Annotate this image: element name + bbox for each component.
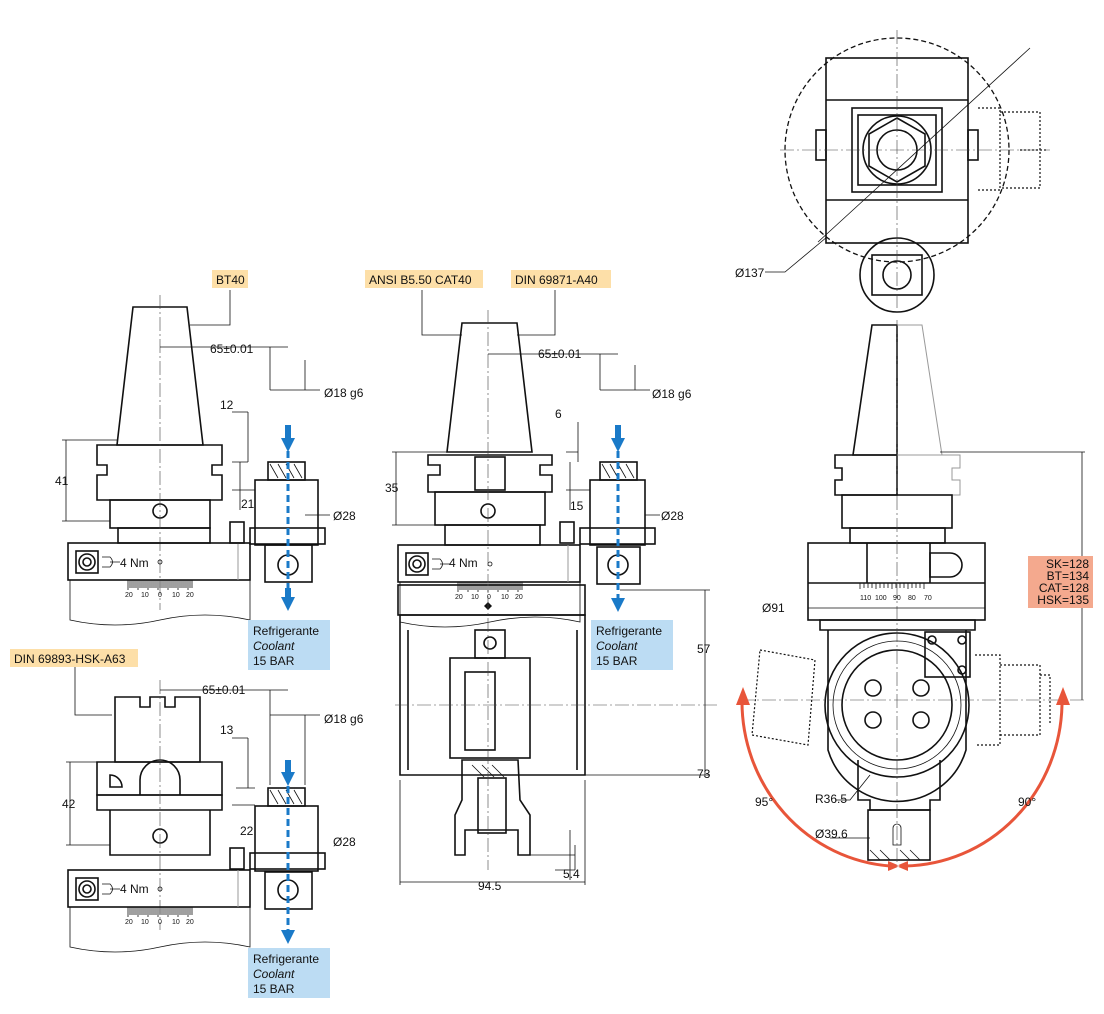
bt40-label: BT40 [216, 273, 245, 287]
svg-text:0: 0 [487, 594, 491, 601]
scale-ticks: 20 10 0 10 20 [455, 594, 523, 601]
coolant-box: Refrigerante Coolant 15 BAR [591, 620, 673, 670]
dim-21: 21 [241, 497, 255, 511]
dim-22: 22 [240, 824, 254, 838]
svg-text:15 BAR: 15 BAR [253, 982, 295, 996]
svg-text:0: 0 [158, 592, 162, 599]
svg-text:20: 20 [125, 592, 133, 599]
coolant-box: Refrigerante Coolant 15 BAR [248, 948, 330, 998]
dim-15: 15 [570, 499, 584, 513]
din-a40-label: DIN 69871-A40 [515, 273, 598, 287]
offset-dim: 65±0.01 [210, 342, 254, 356]
dim-5-4: 5.4 [563, 867, 580, 881]
svg-text:10: 10 [141, 592, 149, 599]
svg-text:15 BAR: 15 BAR [253, 654, 295, 668]
torque-label: 4 Nm [120, 556, 149, 570]
svg-text:20: 20 [455, 594, 463, 601]
svg-text:Refrigerante: Refrigerante [253, 624, 319, 638]
body-dim: Ø28 [333, 835, 356, 849]
svg-text:SK=128: SK=128 [1046, 557, 1089, 571]
scale-ticks: 20 10 0 10 20 [125, 919, 194, 926]
nose-dim: Ø39.6 [815, 827, 848, 841]
width-dim: 94.5 [478, 879, 502, 893]
top-view [765, 30, 1050, 313]
svg-text:10: 10 [172, 919, 180, 926]
svg-text:BT=134: BT=134 [1047, 569, 1090, 583]
svg-text:20: 20 [125, 919, 133, 926]
dim-57: 57 [697, 642, 711, 656]
svg-text:0: 0 [158, 919, 162, 926]
dim-13: 13 [220, 723, 234, 737]
hsk-holder-view [66, 665, 326, 953]
cat40-tag [365, 270, 483, 288]
svg-text:Coolant: Coolant [253, 639, 295, 653]
svg-text:80: 80 [908, 595, 916, 602]
svg-text:20: 20 [515, 594, 523, 601]
height-box: SK=128 BT=134 CAT=128 HSK=135 [1028, 556, 1093, 608]
bt40-holder-view [62, 290, 330, 626]
height-dim: 35 [385, 481, 399, 495]
offset-dim: 65±0.01 [202, 683, 246, 697]
coolant-box: Refrigerante Coolant 15 BAR [248, 620, 330, 670]
svg-text:10: 10 [172, 592, 180, 599]
shank-dim: Ø18 g6 [324, 386, 364, 400]
svg-text:20: 20 [186, 919, 194, 926]
svg-text:HSK=135: HSK=135 [1037, 593, 1089, 607]
angle-right: 90° [1018, 795, 1036, 809]
svg-text:10: 10 [141, 919, 149, 926]
shank-dim: Ø18 g6 [652, 387, 692, 401]
svg-text:Coolant: Coolant [253, 967, 295, 981]
svg-text:100: 100 [875, 595, 887, 602]
svg-text:110: 110 [860, 595, 871, 602]
torque-label: 4 Nm [449, 556, 478, 570]
torque-label: 4 Nm [120, 882, 149, 896]
flange-dim: Ø91 [762, 601, 785, 615]
radius-dim: R36.5 [815, 792, 847, 806]
angle-head-view [736, 320, 1085, 871]
svg-text:Refrigerante: Refrigerante [596, 624, 662, 638]
dim-73: 73 [697, 767, 711, 781]
svg-text:10: 10 [501, 594, 509, 601]
svg-text:20: 20 [186, 592, 194, 599]
angle-left: 95° [755, 795, 773, 809]
dim-12: 12 [220, 398, 234, 412]
body-dim: Ø28 [661, 509, 684, 523]
height-dim: 42 [62, 797, 76, 811]
angle-scale: 110 100 90 80 70 [860, 595, 932, 602]
svg-text:Coolant: Coolant [596, 639, 638, 653]
offset-dim: 65±0.01 [538, 347, 582, 361]
svg-text:90: 90 [893, 595, 901, 602]
shank-dim: Ø18 g6 [324, 712, 364, 726]
svg-text:CAT=128: CAT=128 [1039, 581, 1089, 595]
hsk-tag [10, 649, 138, 667]
cat40-label: ANSI B5.50 CAT40 [369, 273, 472, 287]
hsk-label: DIN 69893-HSK-A63 [14, 652, 126, 666]
din-a40-tag [511, 270, 611, 288]
scale-ticks: 20 10 0 10 20 [125, 592, 194, 599]
svg-text:Refrigerante: Refrigerante [253, 952, 319, 966]
svg-text:10: 10 [471, 594, 479, 601]
cat40-holder-view [392, 290, 720, 885]
svg-text:70: 70 [924, 595, 932, 602]
body-dim: Ø28 [333, 509, 356, 523]
bt40-tag [212, 270, 248, 288]
dim-6: 6 [555, 407, 562, 421]
svg-text:15 BAR: 15 BAR [596, 654, 638, 668]
height-dim: 41 [55, 474, 69, 488]
swing-dim: Ø137 [735, 266, 765, 280]
